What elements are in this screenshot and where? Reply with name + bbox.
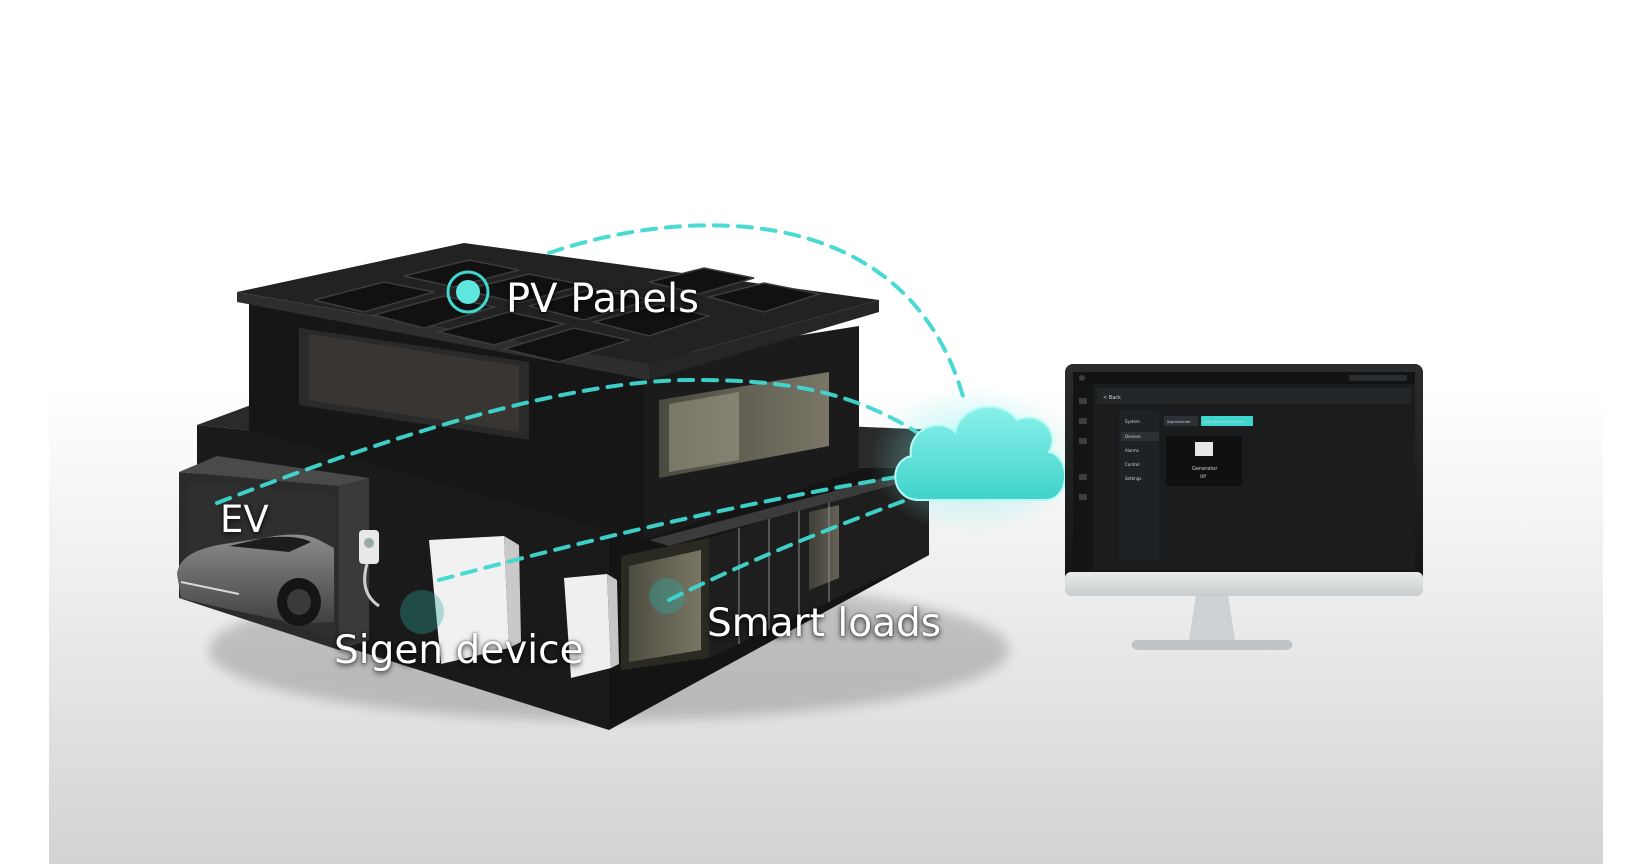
diagram-stage: < Back System Devices Alarms Control Set… xyxy=(49,0,1603,864)
cloud-icon xyxy=(869,385,1079,535)
monitor-device-status: Off xyxy=(1200,474,1206,479)
label-ev: EV xyxy=(220,498,269,541)
label-smart-loads: Smart loads xyxy=(707,601,942,646)
monitor-sidebar-item: System xyxy=(1125,419,1140,424)
label-sigen-device: Sigen device xyxy=(334,628,584,673)
pv-panel-icon xyxy=(313,259,822,363)
ev-car-icon xyxy=(177,534,334,626)
monitor-sidebar-item: Alarms xyxy=(1125,448,1139,453)
monitor-sidebar-item: Control xyxy=(1125,462,1139,467)
shop-front xyxy=(621,466,949,670)
target-dot-icon xyxy=(446,270,490,314)
charger-icon xyxy=(359,530,380,608)
monitor-sidebar-item: Settings xyxy=(1125,476,1141,481)
scene-illustration: < Back System Devices Alarms Control Set… xyxy=(177,223,1423,730)
monitor-back-link: < Back xyxy=(1103,395,1121,401)
monitor-icon: < Back System Devices Alarms Control Set… xyxy=(1065,364,1423,650)
monitor-device-name: Generator xyxy=(1192,466,1218,472)
sigen-device-marker xyxy=(400,590,444,634)
monitor-sidebar-item: Devices xyxy=(1125,434,1141,439)
smart-loads-marker xyxy=(649,578,685,614)
monitor-tab-active: SigenEnergyController xyxy=(1204,420,1244,424)
label-pv-panels: PV Panels xyxy=(506,276,699,322)
monitor-tab: SigenInverter xyxy=(1167,420,1191,424)
